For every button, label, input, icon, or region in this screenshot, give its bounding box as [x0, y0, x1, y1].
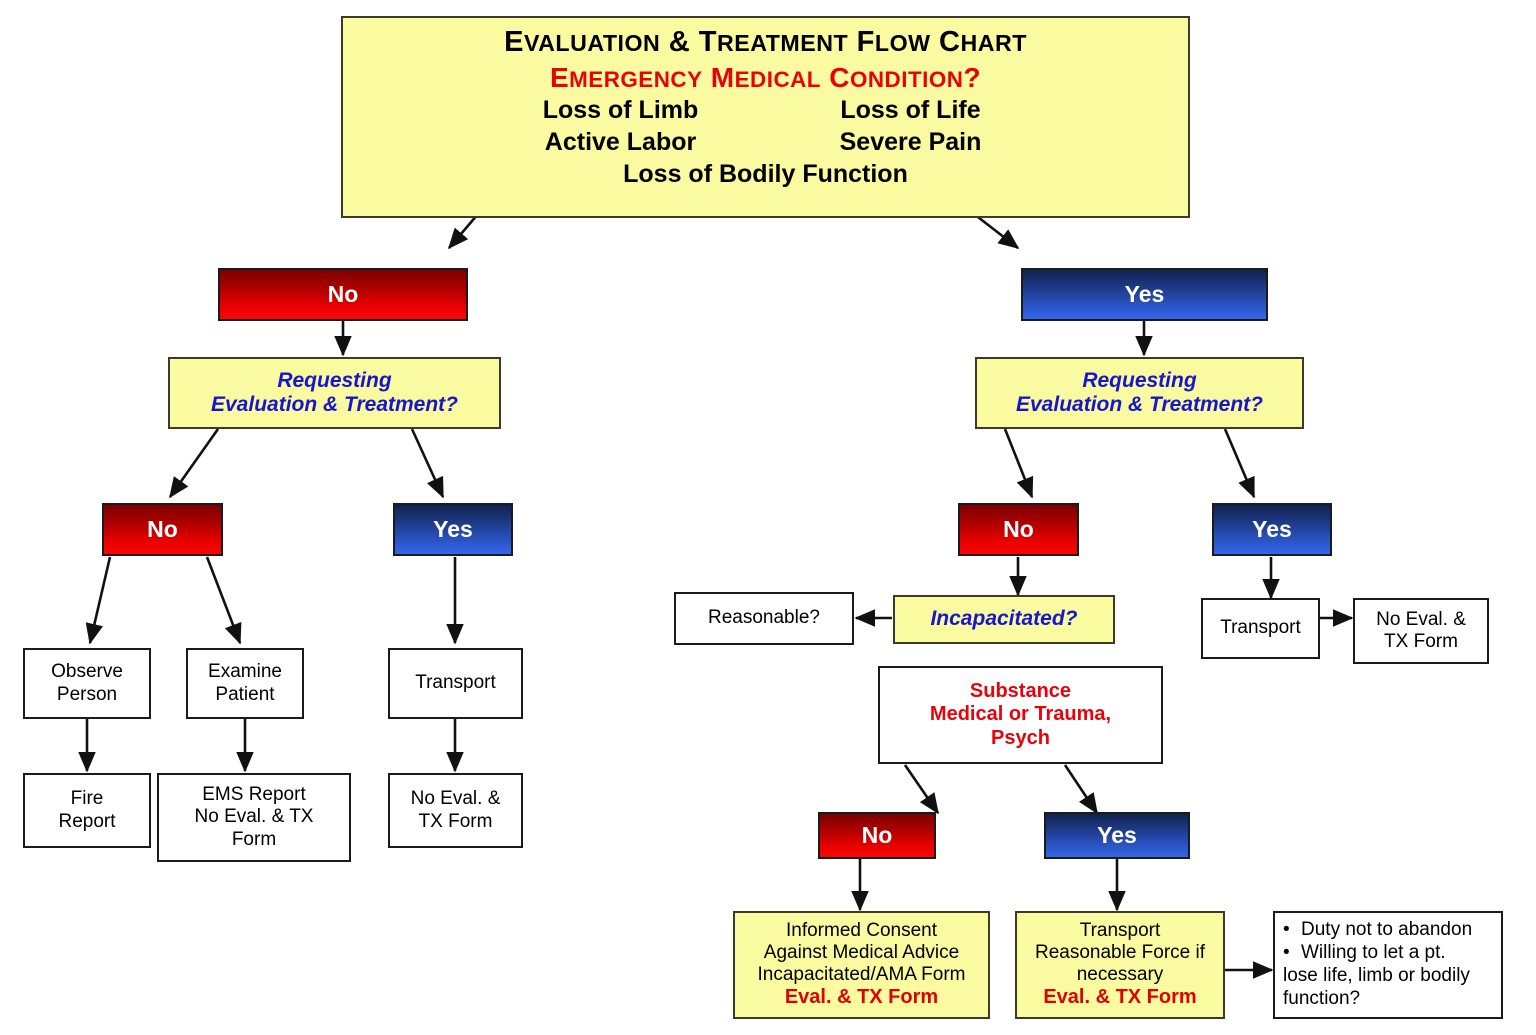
- bullet-dot-icon: •: [1283, 919, 1290, 941]
- edge-no-to-observe: [85, 556, 112, 645]
- condition-loss-of-bodily-function: Loss of Bodily Function: [623, 160, 908, 189]
- title-box: EVALUATION & TREATMENT FLOW CHART EMERGE…: [341, 16, 1190, 218]
- note-bullet-row-1: • Duty not to abandon: [1283, 919, 1472, 942]
- requesting-line-2: Evaluation & Treatment?: [211, 393, 458, 416]
- observe-person-box[interactable]: Observe Person: [23, 648, 151, 719]
- decision-no-left-sub[interactable]: No: [102, 503, 223, 556]
- edge-requesting-right-to-yes: [1223, 428, 1256, 499]
- emergency-condition-question: EMERGENCY MEDICAL CONDITION?: [549, 61, 982, 93]
- edge-no-to-examine: [205, 556, 242, 645]
- note-bullet-row-2: • Willing to let a pt.: [1283, 942, 1446, 965]
- outcome-yes-box[interactable]: Yes: [1044, 812, 1190, 859]
- requesting-line-2: Evaluation & Treatment?: [1016, 393, 1263, 416]
- decision-no-right-sub[interactable]: No: [958, 503, 1079, 556]
- edge-requesting-right-to-no: [1003, 428, 1034, 499]
- reasonable-question-box[interactable]: Reasonable?: [674, 592, 854, 645]
- examine-patient-box[interactable]: Examine Patient: [186, 648, 304, 719]
- informed-consent-form-label: Eval. & TX Form: [784, 986, 939, 1009]
- note-bullet-2-label: Willing to let a pt.: [1301, 942, 1446, 964]
- condition-severe-pain: Severe Pain: [839, 128, 982, 157]
- note-wrap-line-1: lose life, limb or bodily: [1283, 965, 1470, 986]
- condition-active-labor: Active Labor: [544, 128, 697, 157]
- informed-consent-box[interactable]: Informed Consent Against Medical Advice …: [733, 911, 990, 1019]
- abandonment-note-box[interactable]: • Duty not to abandon • Willing to let a p…: [1273, 911, 1503, 1019]
- no-eval-tx-form-box-right[interactable]: No Eval. & TX Form: [1353, 598, 1489, 664]
- condition-loss-of-life: Loss of Life: [840, 96, 981, 125]
- note-bullet-1-label: Duty not to abandon: [1301, 919, 1473, 941]
- decision-yes-right-sub[interactable]: Yes: [1212, 503, 1332, 556]
- condition-loss-of-limb: Loss of Limb: [542, 96, 699, 125]
- transport-force-lines: Transport Reasonable Force if necessary: [1034, 920, 1206, 986]
- informed-consent-lines: Informed Consent Against Medical Advice …: [757, 920, 966, 986]
- condition-list: Loss of Limb Loss of Life Active Labor S…: [476, 96, 1056, 157]
- substance-medical-trauma-psych-box[interactable]: Substance Medical or Trauma, Psych: [878, 666, 1163, 764]
- decision-yes-left-sub[interactable]: Yes: [393, 503, 513, 556]
- requesting-line-1: Requesting: [277, 368, 392, 392]
- transport-box-right[interactable]: Transport: [1201, 598, 1320, 659]
- transport-reasonable-force-box[interactable]: Transport Reasonable Force if necessary …: [1015, 911, 1225, 1019]
- transport-force-form-label: Eval. & TX Form: [1043, 986, 1197, 1009]
- no-eval-tx-form-box-left[interactable]: No Eval. & TX Form: [388, 773, 523, 848]
- requesting-line-1: Requesting: [1082, 368, 1197, 392]
- bullet-dot-icon: •: [1283, 942, 1290, 964]
- outcome-no-box[interactable]: No: [818, 812, 936, 859]
- incapacitated-question-box[interactable]: Incapacitated?: [893, 595, 1115, 644]
- ems-report-box[interactable]: EMS Report No Eval. & TX Form: [157, 773, 351, 862]
- requesting-eval-treatment-right[interactable]: Requesting Evaluation & Treatment?: [975, 357, 1304, 429]
- decision-yes-right[interactable]: Yes: [1021, 268, 1268, 321]
- edge-requesting-left-to-no: [168, 428, 220, 499]
- edge-substance-to-yes: [1063, 764, 1099, 815]
- transport-box-left[interactable]: Transport: [388, 648, 523, 719]
- incapacitated-label: Incapacitated?: [930, 607, 1078, 631]
- edge-requesting-left-to-yes: [410, 428, 445, 499]
- edge-substance-to-no: [903, 764, 940, 815]
- decision-no-left[interactable]: No: [218, 268, 468, 321]
- note-wrap-line-2: function?: [1283, 987, 1361, 1009]
- chart-title: EVALUATION & TREATMENT FLOW CHART: [504, 26, 1027, 58]
- requesting-eval-treatment-left[interactable]: Requesting Evaluation & Treatment?: [168, 357, 501, 429]
- fire-report-box[interactable]: Fire Report: [23, 773, 151, 848]
